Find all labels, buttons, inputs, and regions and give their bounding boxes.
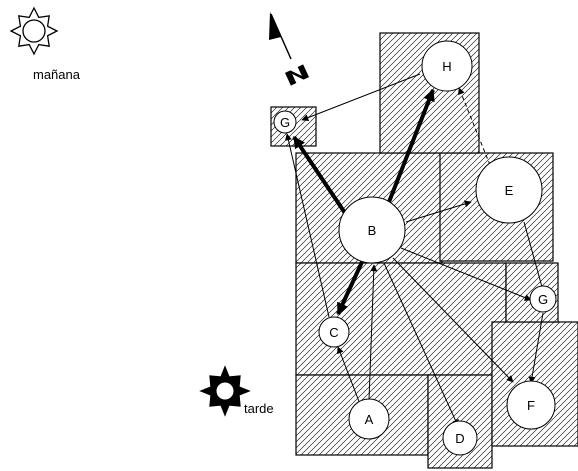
edge-h-g bbox=[301, 73, 421, 121]
edge-b-h bbox=[385, 88, 435, 208]
edge-c-g bbox=[284, 133, 330, 318]
node-label-g2: G bbox=[538, 292, 548, 307]
node-b: B bbox=[338, 196, 406, 264]
edge-b-d bbox=[383, 262, 459, 427]
edge-g2-f bbox=[528, 312, 544, 384]
edge-b-f bbox=[392, 257, 514, 383]
afternoon-sun-icon bbox=[199, 365, 251, 417]
node-g: G bbox=[273, 110, 297, 134]
edge-b-g2 bbox=[400, 247, 532, 301]
edge-b-g bbox=[292, 135, 347, 215]
node-label-e: E bbox=[505, 183, 514, 198]
morning-sun-icon bbox=[9, 6, 59, 56]
north-arrow-icon bbox=[269, 12, 310, 86]
node-label-a: A bbox=[365, 412, 374, 427]
node-label-c: C bbox=[329, 325, 338, 340]
node-d: D bbox=[442, 420, 478, 456]
edge-b-c bbox=[336, 261, 364, 316]
edge-a-c bbox=[337, 346, 361, 405]
edge-b-e bbox=[405, 200, 472, 223]
morning-label: mañana bbox=[33, 67, 81, 82]
node-label-g: G bbox=[280, 115, 290, 130]
edge-a-b bbox=[368, 264, 378, 401]
node-label-h: H bbox=[442, 59, 451, 74]
node-e: E bbox=[475, 156, 543, 224]
node-g2: G bbox=[529, 285, 557, 313]
node-h: H bbox=[421, 40, 473, 92]
edges bbox=[284, 73, 544, 427]
node-f: F bbox=[506, 380, 556, 430]
node-c: C bbox=[318, 316, 350, 348]
node-label-d: D bbox=[455, 431, 464, 446]
edge-e-g2 bbox=[523, 221, 543, 288]
node-label-b: B bbox=[368, 223, 377, 238]
node-label-f: F bbox=[527, 398, 535, 413]
nodes: H G E B G C F A bbox=[273, 40, 557, 456]
afternoon-label: tarde bbox=[244, 401, 274, 416]
node-a: A bbox=[348, 398, 390, 440]
